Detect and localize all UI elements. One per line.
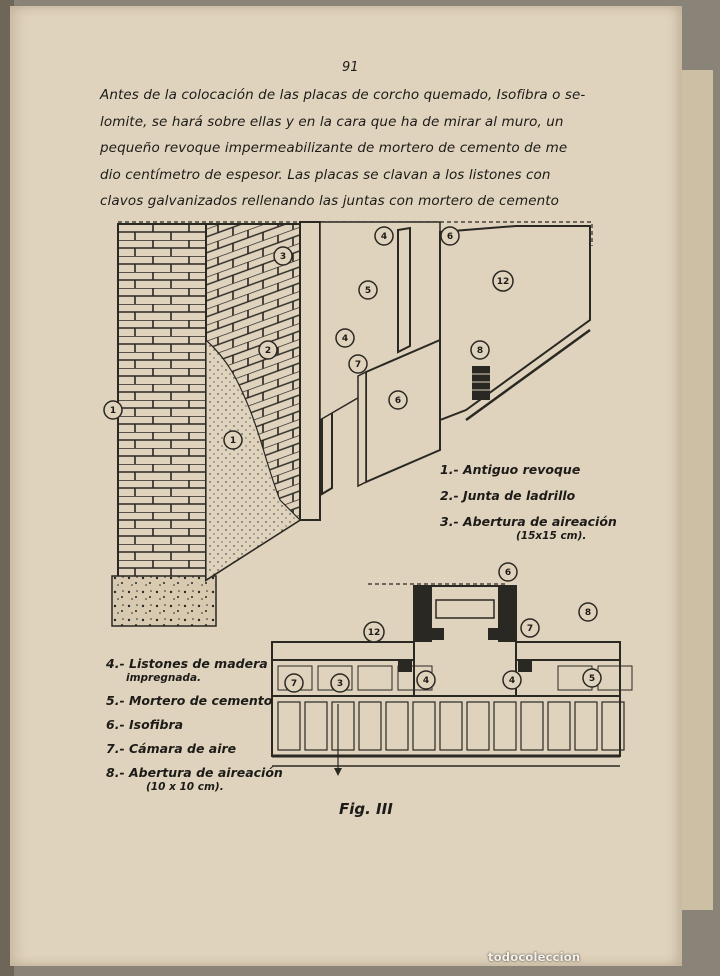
callout-marker: 6 xyxy=(440,226,460,246)
paragraph-line: clavos galvanizados rellenando las junta… xyxy=(100,193,560,209)
old-render-patch xyxy=(205,338,301,582)
legend-item: 6.- Isofibra xyxy=(106,717,184,732)
legend-item: 2.- Junta de ladrillo xyxy=(440,488,576,503)
svg-text:5: 5 xyxy=(365,286,371,296)
svg-text:7: 7 xyxy=(527,624,533,634)
callout-marker: 2 xyxy=(258,340,278,360)
svg-text:1: 1 xyxy=(110,406,116,416)
legend-item: 5.- Mortero de cemento xyxy=(106,693,273,708)
hollow-brick xyxy=(574,701,598,751)
wall-section xyxy=(271,695,621,757)
svg-text:7: 7 xyxy=(291,679,297,689)
callout-marker: 4 xyxy=(502,670,522,690)
svg-text:8: 8 xyxy=(477,346,483,356)
legend-item-sub: impregnada. xyxy=(126,672,202,684)
hollow-brick xyxy=(493,701,517,751)
paragraph-line: Antes de la colocación de las placas de … xyxy=(100,87,586,103)
callout-marker: 6 xyxy=(388,390,408,410)
svg-text:4: 4 xyxy=(342,334,348,344)
svg-text:3: 3 xyxy=(280,252,286,262)
callout-marker: 3 xyxy=(273,246,293,266)
brick-wall-front xyxy=(117,223,207,581)
svg-text:4: 4 xyxy=(509,676,515,686)
foundation xyxy=(111,575,217,627)
legend-item-sub: (15x15 cm). xyxy=(516,530,587,542)
legend-lower: 4.- Listones de madera impregnada. 5.- M… xyxy=(106,656,283,794)
svg-text:4: 4 xyxy=(381,232,387,242)
callout-marker: 12 xyxy=(363,621,385,643)
callout-marker: 1 xyxy=(103,400,123,420)
legend-item: 7.- Cámara de aire xyxy=(106,741,237,756)
callout-marker: 4 xyxy=(416,670,436,690)
svg-text:12: 12 xyxy=(368,628,381,638)
svg-text:6: 6 xyxy=(505,568,511,578)
watermark: todocoleccion xyxy=(488,950,581,964)
isofibra-panel-back xyxy=(439,225,591,422)
callout-marker: 5 xyxy=(358,280,378,300)
svg-text:12: 12 xyxy=(497,277,510,287)
page-number: 91 xyxy=(342,60,359,75)
hollow-brick xyxy=(385,701,409,751)
svg-text:1: 1 xyxy=(230,436,236,446)
hollow-brick xyxy=(331,701,355,751)
hollow-brick xyxy=(466,701,490,751)
svg-text:3: 3 xyxy=(337,679,343,689)
callout-marker: 6 xyxy=(498,562,518,582)
legend-item: 4.- Listones de madera xyxy=(106,656,268,671)
wood-batten xyxy=(397,226,411,354)
hollow-brick xyxy=(601,701,625,751)
hollow-brick xyxy=(547,701,571,751)
svg-text:6: 6 xyxy=(447,232,453,242)
callout-marker: 3 xyxy=(330,673,350,693)
air-cell xyxy=(357,665,393,691)
legend-item: 3.- Abertura de aireación xyxy=(440,514,617,529)
hollow-brick xyxy=(412,701,436,751)
callout-marker: 5 xyxy=(582,668,602,688)
paragraph-line: pequeño revoque impermeabilizante de mor… xyxy=(100,140,568,156)
legend-item: 8.- Abertura de aireación xyxy=(106,765,283,780)
hollow-brick xyxy=(520,701,544,751)
hollow-brick xyxy=(277,701,301,751)
svg-text:7: 7 xyxy=(355,360,361,370)
callout-marker: 8 xyxy=(578,602,598,622)
svg-text:6: 6 xyxy=(395,396,401,406)
callout-marker: 4 xyxy=(335,328,355,348)
callout-marker: 7 xyxy=(284,673,304,693)
figure-caption: Fig. III xyxy=(339,800,393,818)
callout-marker: 8 xyxy=(470,340,490,360)
svg-text:4: 4 xyxy=(423,676,429,686)
callout-marker: 4 xyxy=(374,226,394,246)
vent-grille xyxy=(472,366,490,400)
callout-marker: 7 xyxy=(520,618,540,638)
paragraph-line: dio centímetro de espesor. Las placas se… xyxy=(100,166,551,183)
hollow-brick xyxy=(358,701,382,751)
legend-item-sub: (10 x 10 cm). xyxy=(146,781,224,793)
svg-text:2: 2 xyxy=(265,346,271,356)
callout-marker: 12 xyxy=(492,270,514,292)
callout-marker: 7 xyxy=(348,354,368,374)
hollow-brick xyxy=(304,701,328,751)
svg-text:8: 8 xyxy=(585,608,591,618)
paragraph: Antes de la colocación de las placas de … xyxy=(100,82,620,215)
svg-text:5: 5 xyxy=(589,674,595,684)
legend-item: 1.- Antiguo revoque xyxy=(440,462,581,477)
paragraph-line: lomite, se hará sobre ellas y en la cara… xyxy=(100,113,564,130)
callout-marker: 1 xyxy=(223,430,243,450)
legend-upper: 1.- Antiguo revoque 2.- Junta de ladrill… xyxy=(440,462,617,543)
hollow-brick xyxy=(439,701,463,751)
